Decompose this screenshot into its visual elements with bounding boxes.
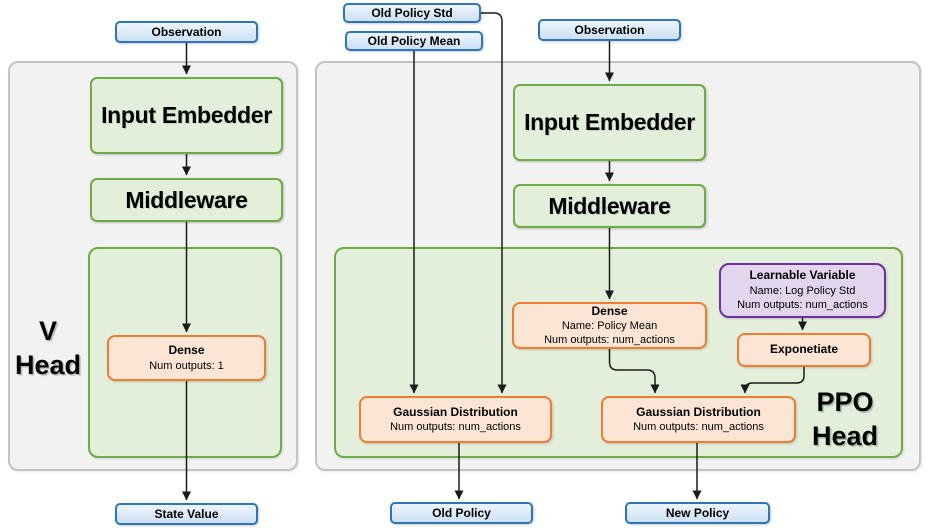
- state-value-output-label: State Value: [154, 507, 219, 521]
- learnable-variable-title: Learnable Variable: [749, 268, 856, 283]
- gaussian-distribution-old-outputs: Num outputs: num_actions: [390, 421, 521, 434]
- old-policy-output-label: Old Policy: [432, 506, 491, 520]
- dense-policy-mean-name: Name: Policy Mean: [561, 320, 658, 333]
- exponetiate: Exponetiate: [737, 333, 871, 367]
- input-embedder-ppo-label: Input Embedder: [524, 109, 695, 135]
- exponetiate-label: Exponetiate: [769, 342, 838, 357]
- learnable-variable-outputs: Num outputs: num_actions: [737, 299, 868, 312]
- old-policy-std-input-label: Old Policy Std: [371, 6, 453, 20]
- middleware-v-label: Middleware: [125, 186, 248, 213]
- old-policy-output: Old Policy: [390, 502, 533, 524]
- v-head-label: V Head: [10, 315, 86, 383]
- observation-input-ppo-label: Observation: [574, 23, 645, 37]
- input-embedder-v-label: Input Embedder: [101, 102, 272, 128]
- ppo-head-label: PPO Head: [798, 386, 892, 454]
- observation-input-ppo: Observation: [538, 19, 681, 41]
- gaussian-distribution-old-title: Gaussian Distribution: [393, 404, 518, 419]
- old-policy-std-input: Old Policy Std: [343, 3, 481, 23]
- middleware-v: Middleware: [90, 178, 283, 222]
- observation-input-v: Observation: [115, 21, 258, 43]
- input-embedder-v: Input Embedder: [90, 77, 283, 154]
- old-policy-mean-input-label: Old Policy Mean: [367, 34, 461, 48]
- new-policy-output: New Policy: [625, 502, 770, 524]
- dense-v-outputs: Num outputs: 1: [149, 359, 224, 372]
- gaussian-distribution-new-title: Gaussian Distribution: [636, 404, 761, 419]
- middleware-ppo: Middleware: [513, 184, 706, 228]
- middleware-ppo-label: Middleware: [548, 192, 671, 219]
- gaussian-distribution-new-outputs: Num outputs: num_actions: [633, 421, 764, 434]
- old-policy-mean-input: Old Policy Mean: [345, 31, 483, 51]
- dense-policy-mean-title: Dense: [591, 303, 628, 318]
- state-value-output: State Value: [115, 503, 258, 525]
- gaussian-distribution-new: Gaussian Distribution Num outputs: num_a…: [601, 396, 796, 443]
- dense-policy-mean: Dense Name: Policy Mean Num outputs: num…: [512, 302, 707, 349]
- learnable-variable: Learnable Variable Name: Log Policy Std …: [719, 263, 886, 318]
- dense-v: Dense Num outputs: 1: [107, 335, 266, 381]
- observation-input-v-label: Observation: [151, 25, 222, 39]
- v-head-label-line1: V: [38, 316, 57, 346]
- learnable-variable-name: Name: Log Policy Std: [749, 285, 856, 297]
- dense-v-title: Dense: [168, 343, 205, 358]
- v-head-label-line2: Head: [14, 349, 82, 380]
- input-embedder-ppo: Input Embedder: [513, 84, 706, 161]
- dense-policy-mean-outputs: Num outputs: num_actions: [544, 334, 675, 347]
- gaussian-distribution-old: Gaussian Distribution Num outputs: num_a…: [359, 396, 552, 443]
- new-policy-output-label: New Policy: [665, 506, 730, 520]
- ppo-head-label-line2: Head: [811, 420, 879, 451]
- ppo-head-label-line1: PPO: [816, 387, 874, 417]
